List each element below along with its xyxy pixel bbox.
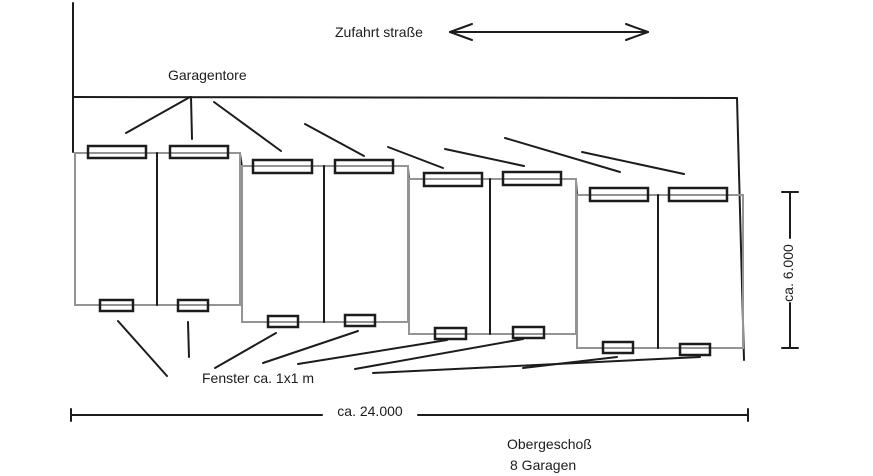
window-leader-line: [214, 332, 277, 369]
door-leader-line: [444, 148, 525, 167]
door-leader-line: [387, 146, 444, 169]
double-arrow-icon: [449, 23, 649, 41]
width-dimension-label: ca. 24.000: [337, 403, 403, 419]
garage-block-4: [576, 186, 744, 357]
door-leader-line: [581, 151, 685, 175]
window: [266, 314, 300, 329]
road-label: Zufahrt straße: [335, 24, 423, 40]
window-leader-line: [372, 356, 701, 374]
garage-door: [667, 186, 729, 203]
garage-door: [168, 144, 230, 160]
arrow-head: [449, 31, 473, 41]
window-leader-line: [187, 321, 190, 358]
window-leader-line: [354, 338, 524, 370]
window-leader-line: [297, 339, 448, 365]
floor-subtitle: 8 Garagen: [510, 457, 577, 473]
door-leader-line: [504, 137, 621, 173]
garage-door: [333, 158, 395, 175]
window: [176, 298, 210, 313]
window: [678, 342, 712, 357]
window: [98, 298, 135, 313]
window: [601, 340, 635, 355]
window-leader-line: [262, 330, 359, 364]
garage-door: [86, 144, 148, 160]
door-leader-line: [304, 123, 365, 157]
arrow-head: [625, 31, 649, 41]
door-leader-line: [125, 96, 191, 134]
windows-label: Fenster ca. 1x1 m: [202, 370, 315, 386]
window: [343, 313, 377, 328]
door-leader-line: [190, 96, 193, 140]
height-dimension-label: ca. 6.000: [780, 244, 796, 302]
window-leader-line: [117, 320, 168, 377]
floor-title: Obergeschoß: [507, 436, 592, 452]
garage-doors-label: Garagentore: [168, 67, 247, 83]
site-boundary-line: [72, 96, 738, 99]
arrow-head: [449, 23, 473, 33]
garage-door: [501, 170, 563, 187]
arrow-head: [625, 23, 649, 33]
garage-door: [422, 171, 484, 188]
garage-block-3: [408, 170, 577, 341]
door-leader-line: [213, 101, 282, 152]
garage-block-outline: [408, 178, 577, 335]
window: [433, 326, 468, 341]
garage-block-2: [241, 158, 409, 329]
garage-block-1: [74, 144, 241, 313]
garage-door: [251, 158, 314, 175]
garage-block-outline: [576, 194, 744, 349]
garage-door: [588, 186, 650, 203]
window: [511, 325, 546, 340]
